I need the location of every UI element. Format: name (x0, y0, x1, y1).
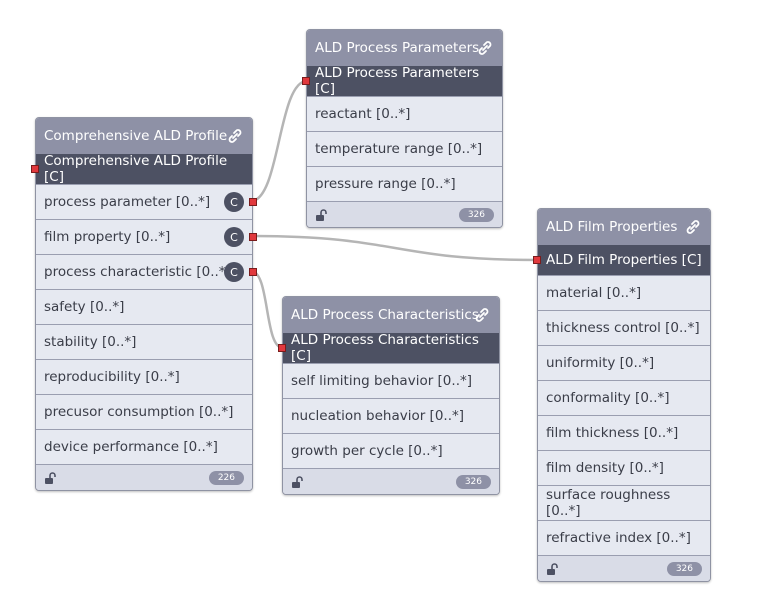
field-label: film property [0..*] (44, 229, 171, 245)
field-label: film thickness [0..*] (546, 425, 679, 441)
field-row[interactable]: film property [0..*] C (36, 219, 257, 254)
unlock-icon[interactable] (315, 208, 329, 221)
field-label: temperature range [0..*] (315, 141, 483, 157)
field-row[interactable]: material [0..*] (538, 275, 710, 310)
node-title: ALD Process Characteristics (291, 307, 479, 323)
node-header[interactable]: ALD Process Characteristics (283, 297, 499, 333)
edge-film-property[interactable] (250, 234, 539, 262)
field-label: safety [0..*] (44, 299, 125, 315)
field-row[interactable]: process parameter [0..*] C (36, 184, 257, 219)
node-title: ALD Process Parameters (315, 40, 480, 56)
node-header[interactable]: ALD Process Parameters (307, 30, 502, 66)
field-row[interactable]: film thickness [0..*] (538, 415, 710, 450)
edge-process-characteristic[interactable] (250, 269, 284, 350)
node-title: ALD Film Properties (546, 219, 678, 235)
node-header[interactable]: ALD Film Properties (538, 209, 710, 245)
field-row[interactable]: growth per cycle [0..*] (283, 433, 499, 468)
count-badge: 326 (458, 207, 494, 222)
input-port[interactable] (302, 77, 310, 85)
class-bar[interactable]: ALD Film Properties [C] (533, 245, 710, 275)
field-row[interactable]: safety [0..*] (36, 289, 252, 324)
field-row[interactable]: thickness control [0..*] (538, 310, 710, 345)
field-row[interactable]: self limiting behavior [0..*] (283, 363, 499, 398)
field-label: growth per cycle [0..*] (291, 443, 443, 459)
field-row[interactable]: temperature range [0..*] (307, 131, 502, 166)
field-label: refractive index [0..*] (546, 530, 691, 546)
output-port[interactable] (249, 233, 257, 241)
field-label: surface roughness [0..*] (546, 487, 671, 519)
field-label: film density [0..*] (546, 460, 664, 476)
field-row[interactable]: nucleation behavior [0..*] (283, 398, 499, 433)
input-port[interactable] (31, 165, 39, 173)
node-footer: 326 (283, 468, 499, 494)
field-row[interactable]: reproducibility [0..*] (36, 359, 252, 394)
field-label: reactant [0..*] (315, 106, 411, 122)
field-label: precusor consumption [0..*] (44, 404, 234, 420)
link-icon[interactable] (684, 219, 702, 235)
input-port[interactable] (278, 344, 286, 352)
field-row[interactable]: uniformity [0..*] (538, 345, 710, 380)
class-bar[interactable]: ALD Process Characteristics [C] (278, 332, 499, 364)
class-label: ALD Process Parameters [C] (315, 65, 480, 97)
link-icon[interactable] (473, 307, 491, 323)
class-label: Comprehensive ALD Profile [C] (44, 153, 228, 185)
node-ald-film-properties[interactable]: ALD Film Properties ALD Film Properties … (533, 208, 711, 582)
field-label: conformality [0..*] (546, 390, 670, 406)
edge-process-parameter[interactable] (250, 79, 308, 203)
node-title: Comprehensive ALD Profile (44, 128, 228, 144)
field-label: uniformity [0..*] (546, 355, 655, 371)
unlock-icon[interactable] (44, 471, 58, 484)
class-marker-badge: C (224, 192, 244, 212)
input-port[interactable] (533, 256, 541, 264)
node-footer: 226 (36, 464, 252, 490)
field-label: device performance [0..*] (44, 439, 218, 455)
field-row[interactable]: pressure range [0..*] (307, 166, 502, 201)
class-label: ALD Process Characteristics [C] (291, 332, 479, 364)
output-port[interactable] (249, 198, 257, 206)
field-label: self limiting behavior [0..*] (291, 373, 472, 389)
field-row[interactable]: device performance [0..*] (36, 429, 252, 464)
field-row[interactable]: refractive index [0..*] (538, 520, 710, 555)
output-port[interactable] (249, 268, 257, 276)
node-ald-process-parameters[interactable]: ALD Process Parameters ALD Process Param… (302, 29, 503, 228)
field-label: stability [0..*] (44, 334, 137, 350)
unlock-icon[interactable] (546, 562, 560, 575)
class-bar[interactable]: Comprehensive ALD Profile [C] (31, 153, 252, 185)
field-label: process characteristic [0..*] (44, 264, 231, 280)
node-header[interactable]: Comprehensive ALD Profile (36, 118, 252, 154)
count-badge: 326 (455, 474, 491, 489)
field-label: nucleation behavior [0..*] (291, 408, 465, 424)
field-label: material [0..*] (546, 285, 642, 301)
field-label: process parameter [0..*] (44, 194, 211, 210)
class-bar[interactable]: ALD Process Parameters [C] (302, 65, 502, 97)
node-footer: 326 (538, 555, 710, 581)
field-row[interactable]: surface roughness [0..*] (538, 485, 710, 520)
link-icon[interactable] (476, 40, 494, 56)
node-footer: 326 (307, 201, 502, 227)
unlock-icon[interactable] (291, 475, 305, 488)
count-badge: 326 (666, 561, 702, 576)
count-badge: 226 (208, 470, 244, 485)
field-label: pressure range [0..*] (315, 176, 456, 192)
field-row[interactable]: conformality [0..*] (538, 380, 710, 415)
field-row[interactable]: stability [0..*] (36, 324, 252, 359)
link-icon[interactable] (226, 128, 244, 144)
field-label: thickness control [0..*] (546, 320, 700, 336)
class-marker-badge: C (224, 227, 244, 247)
node-ald-process-characteristics[interactable]: ALD Process Characteristics ALD Process … (278, 296, 500, 495)
field-row[interactable]: reactant [0..*] (307, 96, 502, 131)
class-marker-badge: C (224, 262, 244, 282)
node-comprehensive-ald-profile[interactable]: Comprehensive ALD Profile Comprehensive … (31, 117, 257, 491)
field-row[interactable]: film density [0..*] (538, 450, 710, 485)
field-label: reproducibility [0..*] (44, 369, 180, 385)
field-row[interactable]: process characteristic [0..*]C (36, 254, 257, 289)
class-label: ALD Film Properties [C] (546, 252, 702, 268)
field-row[interactable]: precusor consumption [0..*] (36, 394, 252, 429)
